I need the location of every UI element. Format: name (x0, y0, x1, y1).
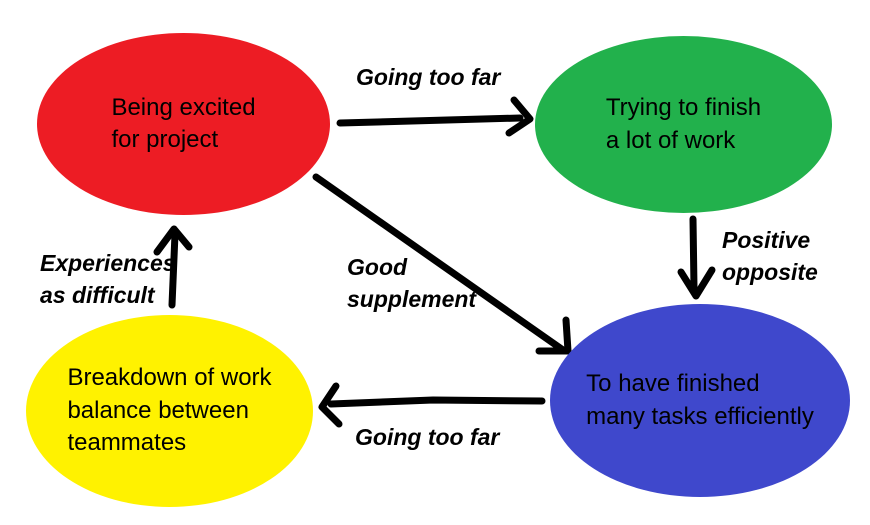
label-experiences-as-difficult: Experiences as difficult (40, 250, 176, 309)
arrow-excited-to-finish-work (336, 96, 534, 137)
arrow-finish-work-to-finished-tasks (677, 215, 716, 300)
node-trying-to-finish: Trying to finish a lot of work (535, 36, 832, 213)
label-positive-opposite: Positive opposite (722, 227, 818, 286)
node-being-excited: Being excited for project (37, 33, 330, 215)
node-trying-to-finish-label: Trying to finish a lot of work (605, 94, 762, 154)
label-good-supplement: Good supplement (347, 254, 477, 313)
label-going-too-far-bottom: Going too far (355, 424, 500, 450)
node-work-breakdown: Breakdown of work balance between teamma… (26, 315, 313, 507)
node-finished-tasks-label: To have finished many tasks efficiently (586, 370, 814, 430)
node-being-excited-label: Being excited for project (111, 93, 256, 153)
label-going-too-far-top: Going too far (356, 64, 501, 90)
arrow-finished-tasks-to-work-breakdown (318, 382, 546, 428)
node-finished-tasks: To have finished many tasks efficiently (550, 304, 850, 497)
node-work-breakdown-label: Breakdown of work balance between teamma… (67, 364, 272, 457)
